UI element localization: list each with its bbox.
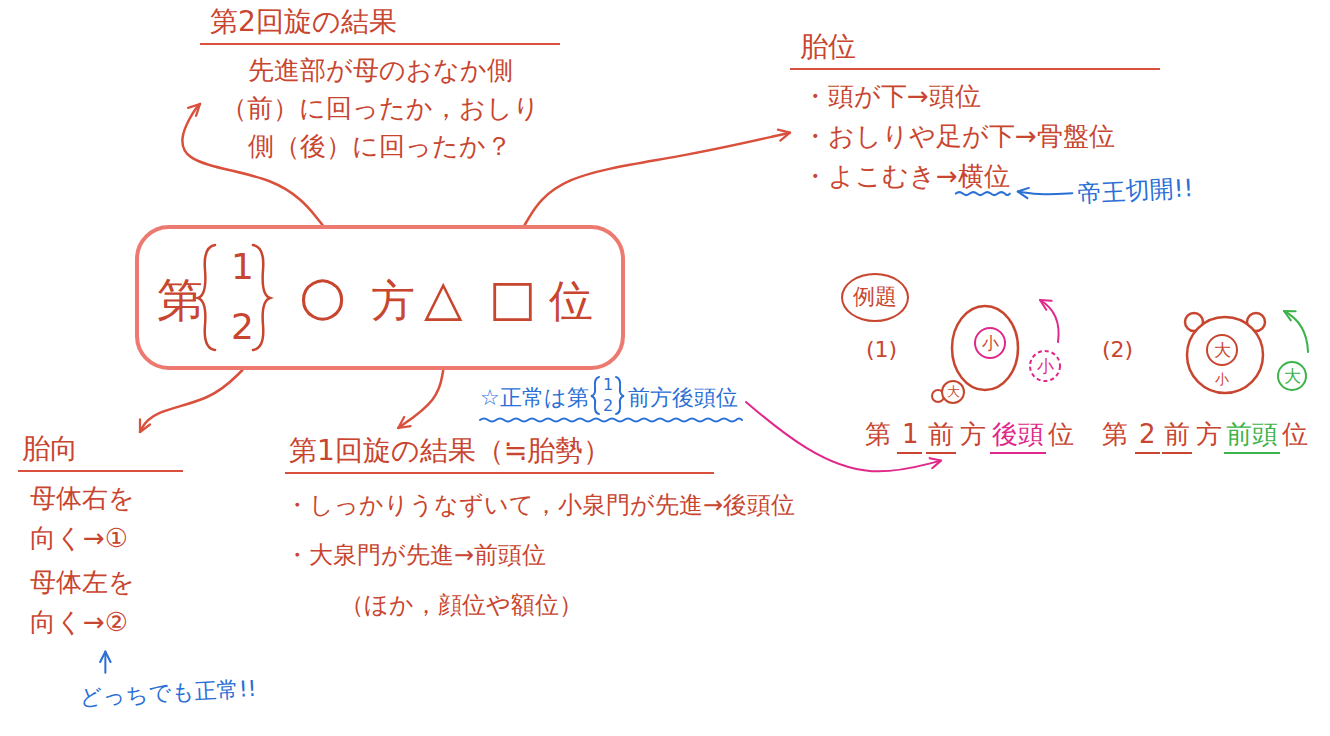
- note-text: ・大泉門が先進→前頭位: [285, 530, 795, 580]
- wavy-underline: [956, 192, 1010, 195]
- formula-symbol: 2: [231, 309, 254, 345]
- note-text: ・頭が下→頭位: [790, 76, 981, 116]
- note-block: 第1回旋の結果（≒胎勢） ・しっかりうなずいて，小泉門が先進→後頭位・大泉門が先進…: [285, 428, 795, 630]
- fontanelle-label: 大: [947, 385, 960, 399]
- large-fontanelle-mark: [1207, 335, 1237, 365]
- answer-text: 前: [928, 420, 954, 449]
- note-block: 胎向母体右を向く→①母体左を向く→②: [18, 432, 183, 646]
- answer-text: 方: [1196, 420, 1222, 449]
- fontanelle-label: 大: [1214, 341, 1231, 360]
- answer-text: 前頭: [1226, 420, 1278, 449]
- formula-symbol: 位: [549, 279, 593, 323]
- formula-symbol: □: [489, 273, 536, 323]
- example-number: (2): [1102, 338, 1133, 362]
- answer-blank: [897, 452, 922, 454]
- large-fontanelle-mark: [942, 381, 964, 403]
- answer-blank: [990, 452, 1046, 454]
- fetal-head: [1187, 317, 1263, 393]
- brace: [253, 245, 270, 350]
- example-number: (1): [866, 338, 897, 362]
- wavy-underline: [480, 419, 742, 422]
- leading-part-mark: [1278, 362, 1306, 390]
- brace: [591, 377, 599, 414]
- answer-text: 位: [1282, 420, 1308, 449]
- fontanelle-label: 小: [1215, 372, 1229, 387]
- answer-text: 2: [1139, 420, 1156, 449]
- note-text: ・おしりや足が下→骨盤位: [790, 116, 1115, 156]
- leader-lines: [105, 192, 1072, 673]
- note-text: 母体右を向く→①: [18, 478, 154, 558]
- answer-text: 後頭: [992, 420, 1044, 449]
- leading-part-mark: [1030, 351, 1060, 381]
- formula-symbol: 1: [231, 249, 254, 285]
- note-text: 帝王切開!!: [1077, 175, 1193, 207]
- heading: 第2回旋の結果: [200, 5, 560, 45]
- formula-symbol: 第: [157, 277, 203, 323]
- rotation-arrow: [1040, 300, 1059, 342]
- answer-blank: [1162, 452, 1192, 454]
- answer-text: 1: [902, 420, 919, 449]
- connector-arrow: [398, 370, 443, 428]
- fetal-head: [952, 306, 1018, 390]
- note-text: 母体左を向く→②: [18, 562, 154, 642]
- leader-arrow: [746, 402, 941, 471]
- rotation-arrow: [1284, 311, 1308, 352]
- leader-arrow: [104, 652, 106, 673]
- answer-blank: [1135, 452, 1160, 454]
- note-text: 前方後頭位: [628, 386, 738, 410]
- answer-blank: [926, 452, 956, 454]
- connector-arrow: [140, 370, 242, 432]
- answer-text: 位: [1048, 420, 1074, 449]
- answer-text: 前: [1164, 420, 1190, 449]
- answer-text: 方: [960, 420, 986, 449]
- brace: [616, 377, 624, 414]
- formula-symbol: △: [424, 273, 462, 323]
- note-number: 1: [603, 376, 613, 394]
- note-text: ☆正常は第: [480, 386, 589, 410]
- answer-text: 第: [1102, 420, 1128, 449]
- note-text: ・よこむき→横位: [790, 156, 1010, 196]
- note-number: 2: [603, 397, 613, 415]
- answer-text: 第: [865, 420, 891, 449]
- leader-arrow: [1018, 192, 1073, 195]
- note-text: 先進部が母のおなか側（前）に回ったか，おしり側（後）に回ったか？: [200, 51, 560, 165]
- fontanelle-label: 小: [1037, 357, 1054, 376]
- note-text: どっちでも正常!!: [79, 677, 257, 710]
- small-fontanelle-mark: [975, 328, 1005, 358]
- formula-symbol: 方: [371, 279, 415, 323]
- answer-blank: [1224, 452, 1280, 454]
- note-text: ・しっかりうなずいて，小泉門が先進→後頭位: [285, 480, 795, 530]
- note-block: 第2回旋の結果先進部が母のおなか側（前）に回ったか，おしり側（後）に回ったか？: [200, 5, 560, 165]
- note-block: 胎位・頭が下→頭位・おしりや足が下→骨盤位・よこむき→横位: [790, 30, 1160, 196]
- connector-arrow: [525, 133, 790, 225]
- formula-box: 第1 2 ○ 方△ □ 位: [135, 225, 625, 370]
- heading: 胎位: [790, 30, 1160, 70]
- badge-text: 例題: [853, 285, 897, 309]
- note-text: （ほか，顔位や額位）: [285, 580, 795, 630]
- fontanelle-label: 大: [1284, 367, 1301, 386]
- formula-symbol: ○: [299, 269, 346, 323]
- heading: 第1回旋の結果（≒胎勢）: [285, 434, 714, 474]
- example-badge: 例題: [841, 273, 909, 322]
- heading: 胎向: [18, 432, 183, 472]
- fontanelle-label: 小: [982, 334, 999, 353]
